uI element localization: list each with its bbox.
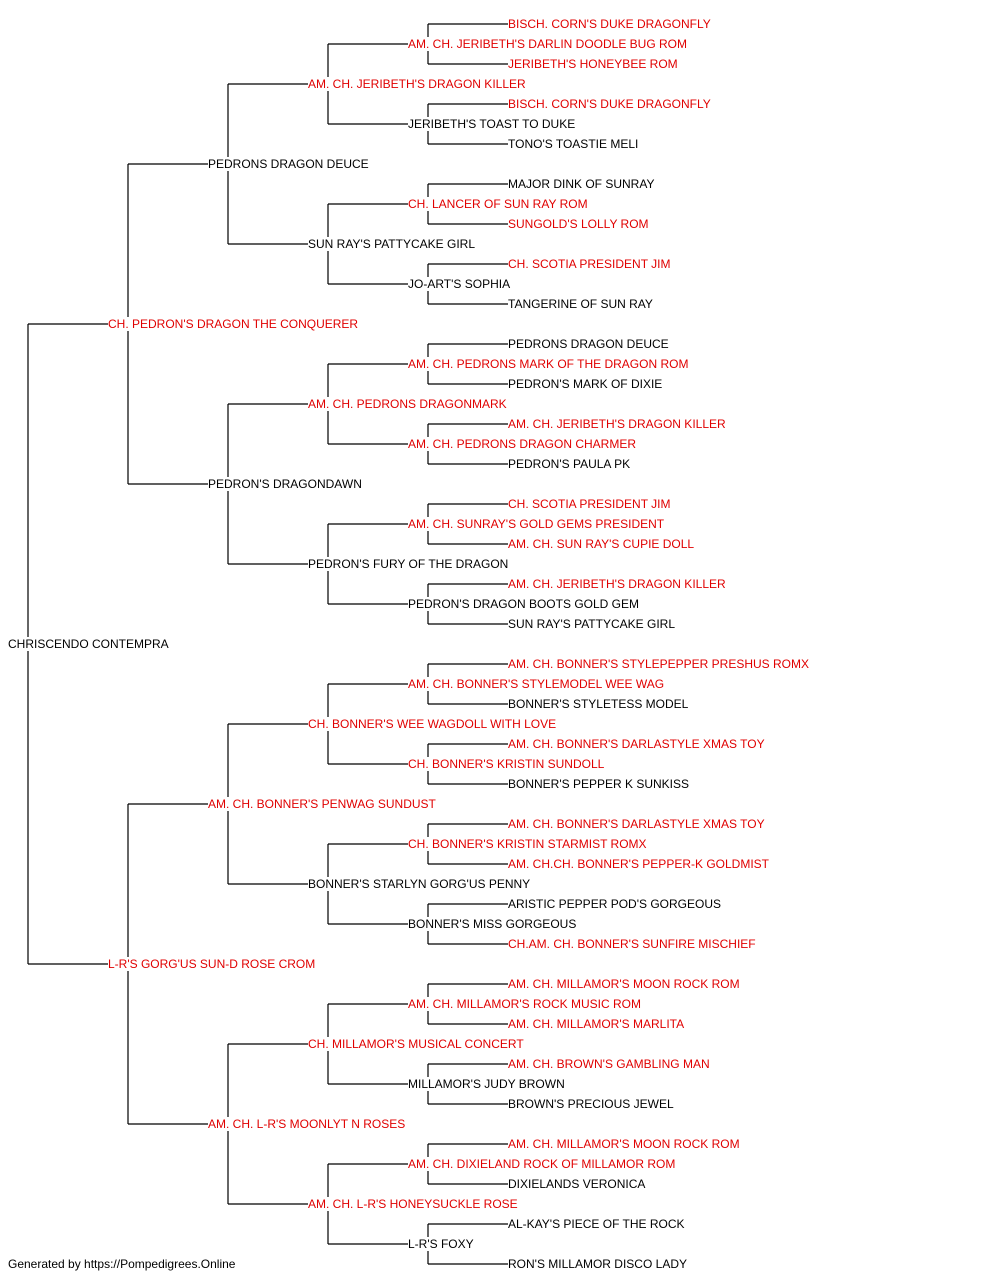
ancestor-name: AM. CH. BROWN'S GAMBLING MAN	[508, 1057, 712, 1071]
subject-dog-name: CHRISCENDO CONTEMPRA	[8, 637, 171, 651]
ancestor-name: TONO'S TOASTIE MELI	[508, 137, 641, 151]
ancestor-name: DIXIELANDS VERONICA	[508, 1177, 648, 1191]
ancestor-name: BONNER'S STARLYN GORG'US PENNY	[308, 877, 533, 891]
ancestor-name: AM. CH. JERIBETH'S DRAGON KILLER	[508, 417, 728, 431]
ancestor-name: AM. CH. MILLAMOR'S MOON ROCK ROM	[508, 977, 742, 991]
ancestor-name: PEDRON'S MARK OF DIXIE	[508, 377, 665, 391]
ancestor-name: PEDRON'S DRAGONDAWN	[208, 477, 364, 491]
ancestor-name: L-R'S GORG'US SUN-D ROSE CROM	[108, 957, 318, 971]
ancestor-name: AM. CH. JERIBETH'S DARLIN DOODLE BUG ROM	[408, 37, 689, 51]
ancestor-name: AM. CH. MILLAMOR'S MARLITA	[508, 1017, 687, 1031]
ancestor-name: CH. BONNER'S KRISTIN STARMIST ROMX	[408, 837, 649, 851]
ancestor-name: RON'S MILLAMOR DISCO LADY	[508, 1257, 689, 1271]
ancestor-name: BONNER'S PEPPER K SUNKISS	[508, 777, 692, 791]
ancestor-name: CH. SCOTIA PRESIDENT JIM	[508, 257, 673, 271]
ancestor-name: MAJOR DINK OF SUNRAY	[508, 177, 657, 191]
ancestor-name: AM. CH. BONNER'S STYLEPEPPER PRESHUS ROM…	[508, 657, 812, 671]
ancestor-name: PEDRON'S DRAGON BOOTS GOLD GEM	[408, 597, 641, 611]
ancestor-name: BONNER'S STYLETESS MODEL	[508, 697, 691, 711]
ancestor-name: MILLAMOR'S JUDY BROWN	[408, 1077, 567, 1091]
ancestor-name: ARISTIC PEPPER POD'S GORGEOUS	[508, 897, 723, 911]
ancestor-name: AM. CH. L-R'S HONEYSUCKLE ROSE	[308, 1197, 520, 1211]
ancestor-name: BISCH. CORN'S DUKE DRAGONFLY	[508, 17, 713, 31]
ancestor-name: AM. CH. SUN RAY'S CUPIE DOLL	[508, 537, 697, 551]
ancestor-name: JO-ART'S SOPHIA	[408, 277, 513, 291]
ancestor-name: BROWN'S PRECIOUS JEWEL	[508, 1097, 676, 1111]
ancestor-name: CH. BONNER'S WEE WAGDOLL WITH LOVE	[308, 717, 559, 731]
ancestor-name: CH.AM. CH. BONNER'S SUNFIRE MISCHIEF	[508, 937, 758, 951]
ancestor-name: PEDRONS DRAGON DEUCE	[208, 157, 371, 171]
ancestor-name: PEDRON'S FURY OF THE DRAGON	[308, 557, 511, 571]
ancestor-name: CH. SCOTIA PRESIDENT JIM	[508, 497, 673, 511]
ancestor-name: JERIBETH'S HONEYBEE ROM	[508, 57, 680, 71]
ancestor-name: AM. CH.CH. BONNER'S PEPPER-K GOLDMIST	[508, 857, 771, 871]
ancestor-name: JERIBETH'S TOAST TO DUKE	[408, 117, 578, 131]
ancestor-name: AM. CH. BONNER'S STYLEMODEL WEE WAG	[408, 677, 667, 691]
ancestor-name: AM. CH. BONNER'S PENWAG SUNDUST	[208, 797, 438, 811]
ancestor-name: AM. CH. PEDRONS DRAGON CHARMER	[408, 437, 639, 451]
ancestor-name: AL-KAY'S PIECE OF THE ROCK	[508, 1217, 687, 1231]
footer-credit: Generated by https://Pompedigrees.Online	[8, 1257, 236, 1271]
ancestor-name: AM. CH. L-R'S MOONLYT N ROSES	[208, 1117, 408, 1131]
ancestor-name: SUNGOLD'S LOLLY ROM	[508, 217, 651, 231]
ancestor-name: AM. CH. PEDRONS MARK OF THE DRAGON ROM	[408, 357, 691, 371]
ancestor-name: TANGERINE OF SUN RAY	[508, 297, 655, 311]
ancestor-name: AM. CH. BONNER'S DARLASTYLE XMAS TOY	[508, 817, 767, 831]
ancestor-name: AM. CH. BONNER'S DARLASTYLE XMAS TOY	[508, 737, 767, 751]
ancestor-name: SUN RAY'S PATTYCAKE GIRL	[308, 237, 477, 251]
ancestor-name: AM. CH. SUNRAY'S GOLD GEMS PRESIDENT	[408, 517, 667, 531]
ancestor-name: AM. CH. JERIBETH'S DRAGON KILLER	[308, 77, 528, 91]
ancestor-name: CH. LANCER OF SUN RAY ROM	[408, 197, 590, 211]
ancestor-name: BISCH. CORN'S DUKE DRAGONFLY	[508, 97, 713, 111]
ancestor-name: AM. CH. JERIBETH'S DRAGON KILLER	[508, 577, 728, 591]
ancestor-name: AM. CH. DIXIELAND ROCK OF MILLAMOR ROM	[408, 1157, 678, 1171]
ancestor-name: BONNER'S MISS GORGEOUS	[408, 917, 579, 931]
ancestor-name: PEDRON'S PAULA PK	[508, 457, 633, 471]
ancestor-name: AM. CH. PEDRONS DRAGONMARK	[308, 397, 509, 411]
ancestor-name: AM. CH. MILLAMOR'S ROCK MUSIC ROM	[408, 997, 643, 1011]
ancestor-name: L-R'S FOXY	[408, 1237, 476, 1251]
ancestor-name: CH. BONNER'S KRISTIN SUNDOLL	[408, 757, 607, 771]
ancestor-name: CH. PEDRON'S DRAGON THE CONQUERER	[108, 317, 361, 331]
ancestor-name: SUN RAY'S PATTYCAKE GIRL	[508, 617, 677, 631]
ancestor-name: PEDRONS DRAGON DEUCE	[508, 337, 671, 351]
ancestor-name: AM. CH. MILLAMOR'S MOON ROCK ROM	[508, 1137, 742, 1151]
ancestor-name: CH. MILLAMOR'S MUSICAL CONCERT	[308, 1037, 526, 1051]
